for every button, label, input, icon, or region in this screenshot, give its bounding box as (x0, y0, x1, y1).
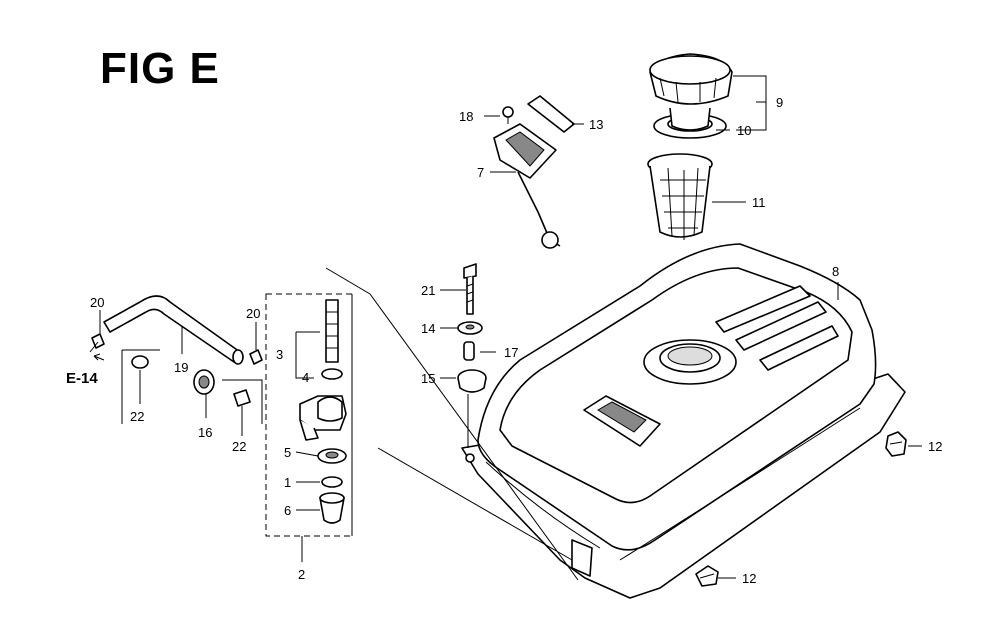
callout-20-right: 20 (246, 306, 260, 321)
callout-10: 10 (737, 123, 751, 138)
cap-gasket[interactable] (653, 107, 727, 139)
callout-20-left: 20 (90, 295, 104, 310)
callout-6: 6 (284, 503, 291, 518)
tube-clip-right[interactable] (249, 349, 263, 365)
fuel-tank[interactable] (461, 243, 906, 599)
callout-19: 19 (174, 360, 188, 375)
gauge-clip[interactable] (527, 95, 575, 133)
callout-2: 2 (298, 567, 305, 582)
mount-washer[interactable] (457, 321, 483, 335)
assembly-leader (325, 267, 579, 581)
callout-leaders (89, 75, 922, 579)
mounting-bolt[interactable] (463, 263, 477, 315)
tube-clip-22-left[interactable] (121, 349, 160, 424)
gauge-screw[interactable] (502, 106, 514, 124)
fuel-gauge[interactable] (493, 123, 561, 249)
fuel-strainer[interactable] (647, 153, 713, 240)
callout-4: 4 (302, 370, 309, 385)
callout-8: 8 (832, 264, 839, 279)
grommet-16[interactable] (193, 369, 215, 395)
callout-1: 1 (284, 475, 291, 490)
rubber-mount[interactable] (457, 369, 487, 393)
callout-12-bottom: 12 (742, 571, 756, 586)
figure-title: FIG E (100, 44, 220, 93)
callout-15: 15 (421, 371, 435, 386)
callout-13: 13 (589, 117, 603, 132)
tube-clip-22-right[interactable] (222, 379, 263, 424)
rubber-cushion-right[interactable] (885, 431, 907, 457)
callout-9: 9 (776, 95, 783, 110)
callout-22-right: 22 (232, 439, 246, 454)
callout-7: 7 (477, 165, 484, 180)
callout-17: 17 (504, 345, 518, 360)
cross-reference-arrow (93, 353, 105, 361)
cross-reference-label: E-14 (66, 370, 98, 387)
fuel-cock-assembly (265, 293, 353, 537)
callout-22-left: 22 (130, 409, 144, 424)
tube-clip-left[interactable] (91, 333, 105, 349)
callout-3: 3 (276, 347, 283, 362)
fuel-filler-cap[interactable] (649, 53, 733, 105)
callout-16: 16 (198, 425, 212, 440)
callout-14: 14 (421, 321, 435, 336)
callout-12-right: 12 (928, 439, 942, 454)
callout-11: 11 (752, 195, 766, 210)
callout-21: 21 (421, 283, 435, 298)
rubber-cushion-bottom[interactable] (695, 565, 719, 587)
callout-18: 18 (459, 109, 473, 124)
mount-collar[interactable] (463, 341, 475, 361)
fuel-tube[interactable] (103, 295, 244, 365)
callout-5: 5 (284, 445, 291, 460)
